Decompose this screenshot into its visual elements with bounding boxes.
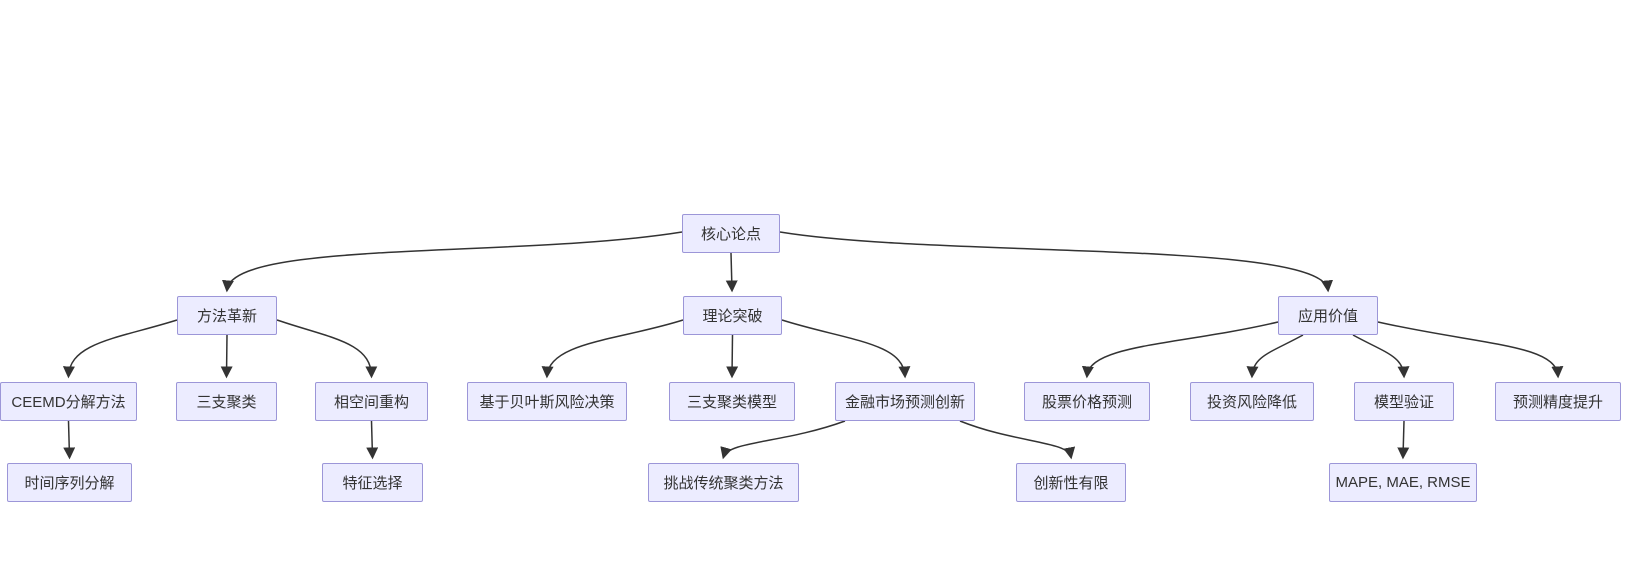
node-ceemd: CEEMD分解方法 (0, 382, 137, 421)
node-metrics: MAPE, MAE, RMSE (1329, 463, 1477, 502)
node-risk: 投资风险降低 (1190, 382, 1314, 421)
node-timeseries: 时间序列分解 (7, 463, 132, 502)
node-feature: 特征选择 (322, 463, 423, 502)
edge-phase-feature (366, 420, 379, 460)
edge-application-validation (1352, 334, 1410, 379)
edge-validation-metrics (1397, 420, 1410, 460)
edge-application-accuracy (1377, 321, 1564, 379)
node-core: 核心论点 (682, 214, 780, 253)
edge-core-theory (725, 252, 738, 293)
node-theory: 理论突破 (683, 296, 782, 335)
node-finance: 金融市场预测创新 (835, 382, 975, 421)
node-stock: 股票价格预测 (1024, 382, 1150, 421)
edge-core-method (222, 231, 683, 293)
node-accuracy: 预测精度提升 (1495, 382, 1621, 421)
edge-theory-bayes (541, 319, 684, 379)
edge-ceemd-timeseries (63, 420, 76, 460)
edge-method-ceemd (62, 319, 178, 379)
edge-theory-threeway-model (726, 334, 739, 379)
node-limited: 创新性有限 (1016, 463, 1126, 502)
node-threeway: 三支聚类 (176, 382, 277, 421)
node-method: 方法革新 (177, 296, 277, 335)
edge-core-application (779, 231, 1333, 293)
edge-method-phase (276, 319, 378, 379)
edge-application-risk (1246, 334, 1304, 379)
node-validation: 模型验证 (1354, 382, 1454, 421)
edge-finance-limited (959, 420, 1076, 460)
node-application: 应用价值 (1278, 296, 1378, 335)
node-threeway-model: 三支聚类模型 (669, 382, 795, 421)
edge-application-stock (1081, 321, 1279, 379)
node-bayes: 基于贝叶斯风险决策 (467, 382, 627, 421)
node-phase: 相空间重构 (315, 382, 428, 421)
node-challenge: 挑战传统聚类方法 (648, 463, 799, 502)
edge-finance-challenge (720, 420, 846, 460)
edge-theory-finance (781, 319, 911, 379)
edge-method-threeway (220, 334, 233, 379)
